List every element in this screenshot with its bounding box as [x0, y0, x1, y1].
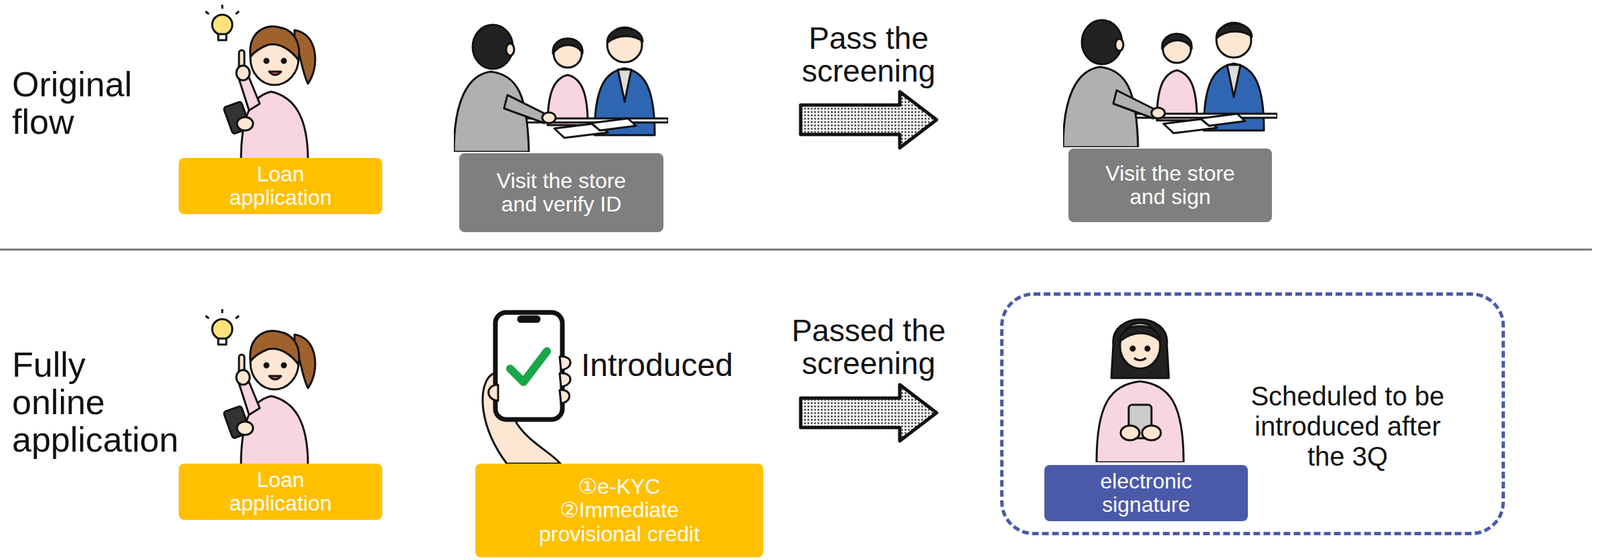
store-meeting-figure: [1063, 20, 1278, 148]
row-label: Fully online application: [12, 346, 185, 459]
store-meeting-figure: [453, 24, 669, 152]
box-label: Loan application: [213, 468, 348, 516]
phone-check-figure: [482, 312, 571, 464]
process-box: electronic signature: [1044, 465, 1248, 522]
woman-phone-figure: [1096, 320, 1184, 464]
box-label: ①e-KYC: [578, 475, 661, 499]
process-box: Visit the store and sign: [1068, 148, 1272, 223]
process-box: ①e-KYC②Immediate provisional credit: [475, 463, 764, 558]
process-box: Loan application: [178, 157, 383, 215]
box-label: ②Immediate provisional credit: [518, 498, 720, 546]
woman-idea-figure: [205, 309, 316, 466]
block-arrow: [800, 384, 937, 442]
row-label: Introduced: [581, 348, 734, 383]
block-arrow: [800, 91, 937, 148]
woman-idea-figure: [205, 4, 316, 161]
box-label: electronic signature: [1065, 469, 1227, 517]
row-label: Original flow: [12, 65, 185, 141]
arrow-label: Passed the screening: [785, 314, 953, 380]
dashed-group-box: Scheduled to be introduced after the 3Q e…: [1000, 292, 1505, 536]
divider-line: [0, 249, 1592, 252]
box-label: Visit the store and verify ID: [481, 169, 643, 217]
process-box: Loan application: [178, 463, 383, 521]
arrow-label: Pass the screening: [785, 22, 953, 88]
box-label: Visit the store and sign: [1089, 162, 1251, 209]
box-label: Loan application: [213, 162, 348, 210]
note-text: Scheduled to be introduced after the 3Q: [1247, 381, 1449, 472]
process-box: Visit the store and verify ID: [459, 153, 664, 233]
